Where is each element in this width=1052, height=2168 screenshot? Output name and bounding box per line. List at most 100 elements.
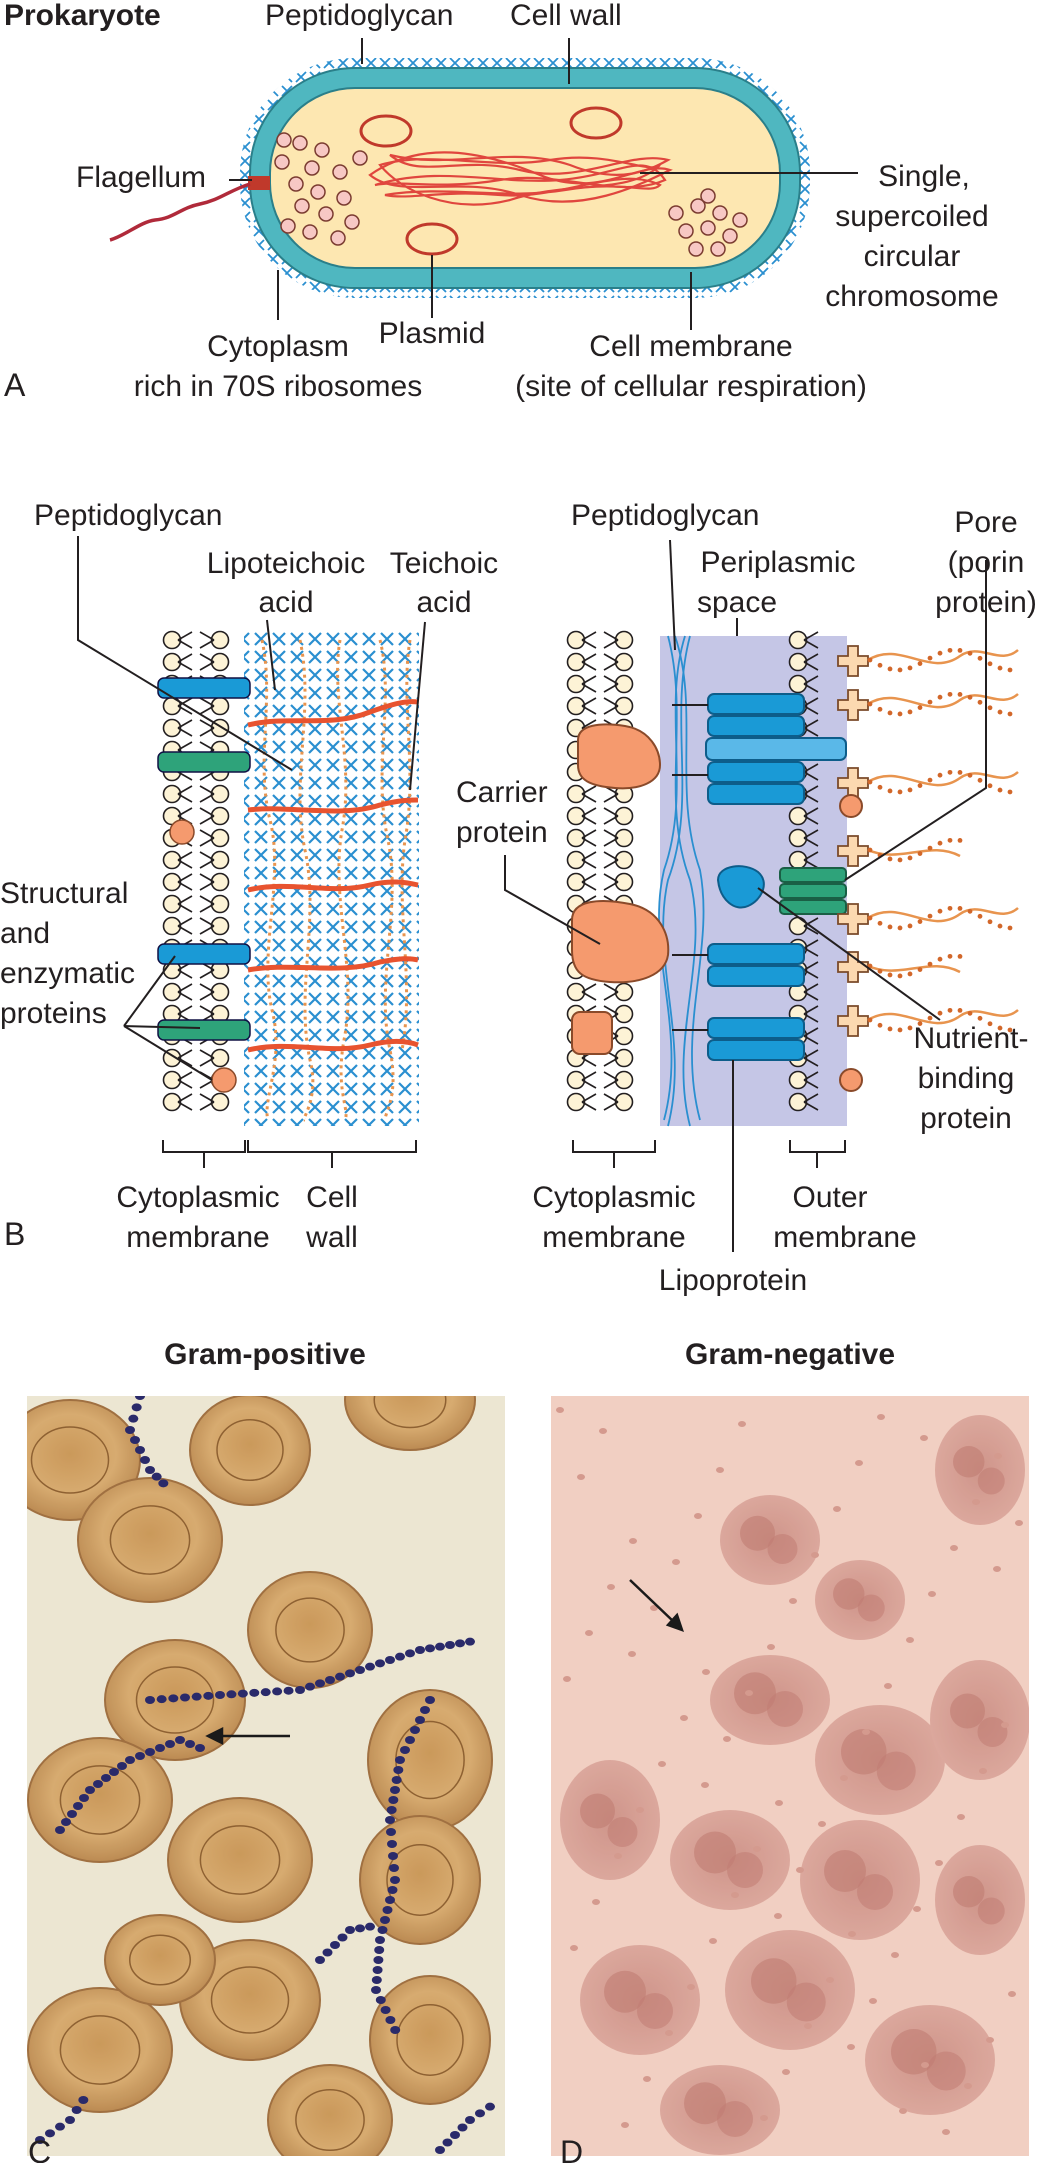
svg-text:circular: circular bbox=[864, 240, 961, 273]
coccus bbox=[335, 1672, 345, 1681]
coccus bbox=[385, 1656, 395, 1664]
plasmid-1 bbox=[359, 114, 413, 148]
gram-negative-bacterium bbox=[789, 1598, 797, 1604]
coccus bbox=[373, 1956, 384, 1964]
lipid-head bbox=[788, 916, 808, 936]
gram-negative-bacterium bbox=[847, 2044, 855, 2050]
gram-negative-bacterium bbox=[672, 1559, 680, 1565]
coccus bbox=[249, 1688, 260, 1697]
svg-text:(site of cellular respiration): (site of cellular respiration) bbox=[515, 370, 867, 403]
svg-text:membrane: membrane bbox=[542, 1221, 685, 1254]
gram-negative-bacterium bbox=[636, 1807, 644, 1813]
coccus bbox=[425, 1644, 435, 1653]
coccus bbox=[165, 1740, 175, 1748]
lipid-head bbox=[788, 1070, 808, 1090]
lipid-head bbox=[788, 806, 808, 826]
lipid-head bbox=[614, 872, 634, 892]
coccus bbox=[156, 1695, 167, 1704]
gram-negative-bacterium bbox=[796, 1867, 804, 1873]
gram-negative-bacterium bbox=[906, 1637, 914, 1643]
gram-negative-bacterium bbox=[935, 1860, 943, 1866]
gram-negative-bacterium bbox=[716, 1467, 724, 1473]
gram-negative-bacterium bbox=[599, 1428, 607, 1434]
coccus bbox=[135, 1752, 145, 1760]
coccus bbox=[387, 1886, 398, 1894]
red-blood-cell bbox=[359, 1815, 481, 1945]
lps-molecule bbox=[837, 903, 1019, 935]
coccus bbox=[415, 1646, 425, 1654]
outer-membrane-protein-2 bbox=[839, 1068, 863, 1092]
coccus bbox=[151, 1472, 162, 1481]
lipid-head bbox=[162, 872, 182, 892]
coccus bbox=[55, 1826, 65, 1834]
lipid-head bbox=[566, 850, 586, 870]
gram-negative-bacterium bbox=[972, 1499, 980, 1505]
label-gn-peptidoglycan: Peptidoglycan bbox=[571, 499, 759, 532]
gram-negative-bacterium bbox=[687, 1984, 695, 1990]
lipid-head bbox=[614, 1004, 634, 1024]
coccus bbox=[109, 1768, 119, 1776]
label-gp-proteins: Structural and enzymatic proteins bbox=[0, 877, 135, 1030]
lipid-head bbox=[614, 1048, 634, 1068]
lipid-head bbox=[566, 784, 586, 804]
red-blood-cell bbox=[267, 2064, 393, 2156]
gram-negative-bacterium bbox=[994, 1453, 1002, 1459]
coccus bbox=[400, 1746, 410, 1754]
gram-negative-bacterium bbox=[745, 1690, 753, 1696]
lipid-head bbox=[210, 872, 230, 892]
label-a-cytoplasm: Cytoplasm rich in 70S ribosomes bbox=[134, 330, 422, 403]
gram-negative-bacterium bbox=[920, 1435, 928, 1441]
panel-a-cell bbox=[109, 58, 810, 298]
lipid-head bbox=[162, 1070, 182, 1090]
svg-text:rich in 70S ribosomes: rich in 70S ribosomes bbox=[134, 370, 422, 403]
lipid-head bbox=[210, 784, 230, 804]
lipid-head bbox=[210, 916, 230, 936]
svg-text:Cytoplasm: Cytoplasm bbox=[207, 330, 349, 363]
gram-negative-micrograph bbox=[551, 1396, 1029, 2156]
coccus bbox=[145, 1748, 155, 1756]
gram-positive-title: Gram-positive bbox=[164, 1338, 366, 1371]
svg-text:protein: protein bbox=[920, 1102, 1012, 1135]
gram-negative-bacterium bbox=[775, 1800, 783, 1806]
svg-text:Pore: Pore bbox=[954, 506, 1017, 539]
lipid-head bbox=[162, 652, 182, 672]
lipid-head bbox=[614, 674, 634, 694]
coccus bbox=[130, 1436, 140, 1444]
gram-negative-bacterium bbox=[862, 1729, 870, 1735]
coccus bbox=[135, 1446, 145, 1454]
coccus bbox=[465, 1637, 475, 1646]
gram-negative-bacterium bbox=[1015, 1520, 1023, 1526]
svg-text:Structural: Structural bbox=[0, 877, 128, 910]
membrane-protein bbox=[157, 677, 251, 699]
lipid-head bbox=[210, 696, 230, 716]
gram-negative-bacterium bbox=[577, 1474, 585, 1480]
membrane-protein bbox=[157, 943, 251, 965]
panel-letter-a: A bbox=[4, 367, 26, 403]
lps-molecule bbox=[837, 835, 963, 867]
coccus bbox=[374, 1946, 385, 1954]
coccus bbox=[372, 1966, 383, 1974]
gram-positive-micrograph bbox=[27, 1396, 505, 2156]
coccus bbox=[145, 1466, 155, 1474]
lipid-head bbox=[162, 894, 182, 914]
plasmid-2 bbox=[569, 106, 623, 140]
label-gn-lipoprotein: Lipoprotein bbox=[659, 1264, 807, 1297]
coccus bbox=[385, 2016, 396, 2024]
gram-negative-bacterium bbox=[979, 1768, 987, 1774]
gram-negative-bacterium bbox=[702, 1669, 710, 1675]
lipid-head bbox=[566, 696, 586, 716]
carrier-protein-3 bbox=[571, 1011, 613, 1055]
gram-negative-bacterium bbox=[884, 1683, 892, 1689]
coccus bbox=[185, 1740, 195, 1748]
lipid-head bbox=[210, 630, 230, 650]
coccus bbox=[71, 2106, 82, 2114]
lipid-head bbox=[566, 652, 586, 672]
coccus bbox=[388, 1796, 399, 1804]
coccus bbox=[485, 2102, 495, 2111]
lipid-head bbox=[162, 718, 182, 738]
coccus bbox=[375, 1659, 385, 1668]
gram-negative-bacterium bbox=[818, 1821, 826, 1827]
flagellum bbox=[109, 182, 251, 242]
svg-text:Cell: Cell bbox=[306, 1181, 358, 1214]
lipid-head bbox=[614, 806, 634, 826]
